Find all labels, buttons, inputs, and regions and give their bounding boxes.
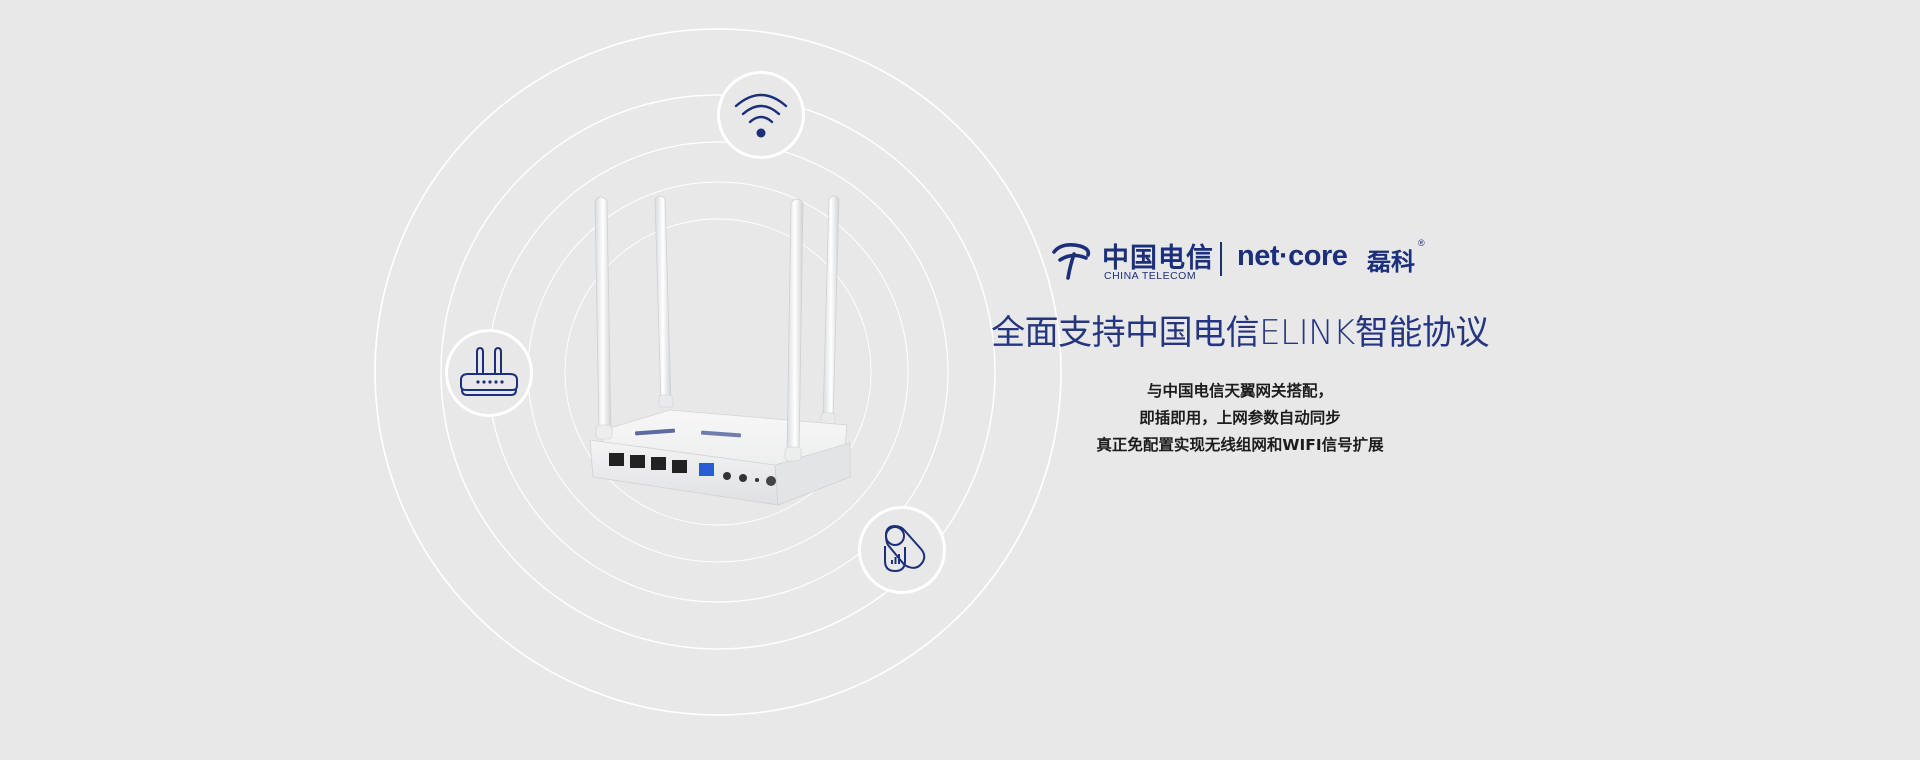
wifi-icon xyxy=(734,93,788,138)
china-telecom-logo-icon xyxy=(1052,243,1091,280)
registered-mark: ® xyxy=(1418,238,1425,248)
headline: 全面支持中国电信ELINK智能协议 xyxy=(991,313,1489,353)
description-line: 即插即用，上网参数自动同步 xyxy=(1139,409,1341,427)
china-telecom-name-en: CHINA TELECOM xyxy=(1104,270,1197,282)
description-line: 与中国电信天翼网关搭配， xyxy=(1146,382,1333,400)
router-icon xyxy=(460,347,518,396)
description-line: 真正免配置实现无线组网和WIFI信号扩展 xyxy=(1096,436,1384,454)
signal-toggle-icon xyxy=(884,525,926,572)
netcore-name-cn: 磊科 xyxy=(1367,248,1415,276)
wifi-badge xyxy=(717,71,805,159)
router-product-image xyxy=(589,195,851,506)
brand-divider xyxy=(1220,242,1222,276)
netcore-logo-text: net·core xyxy=(1237,240,1348,272)
description: 与中国电信天翼网关搭配， 即插即用，上网参数自动同步 真正免配置实现无线组网和W… xyxy=(1040,378,1440,459)
signal-badge xyxy=(858,506,946,594)
router-badge xyxy=(445,329,533,417)
china-telecom-name-cn: 中国电信 xyxy=(1102,243,1214,274)
brand-lockup: 中国电信 CHINA TELECOM net·core 磊科 ® xyxy=(1050,236,1430,286)
